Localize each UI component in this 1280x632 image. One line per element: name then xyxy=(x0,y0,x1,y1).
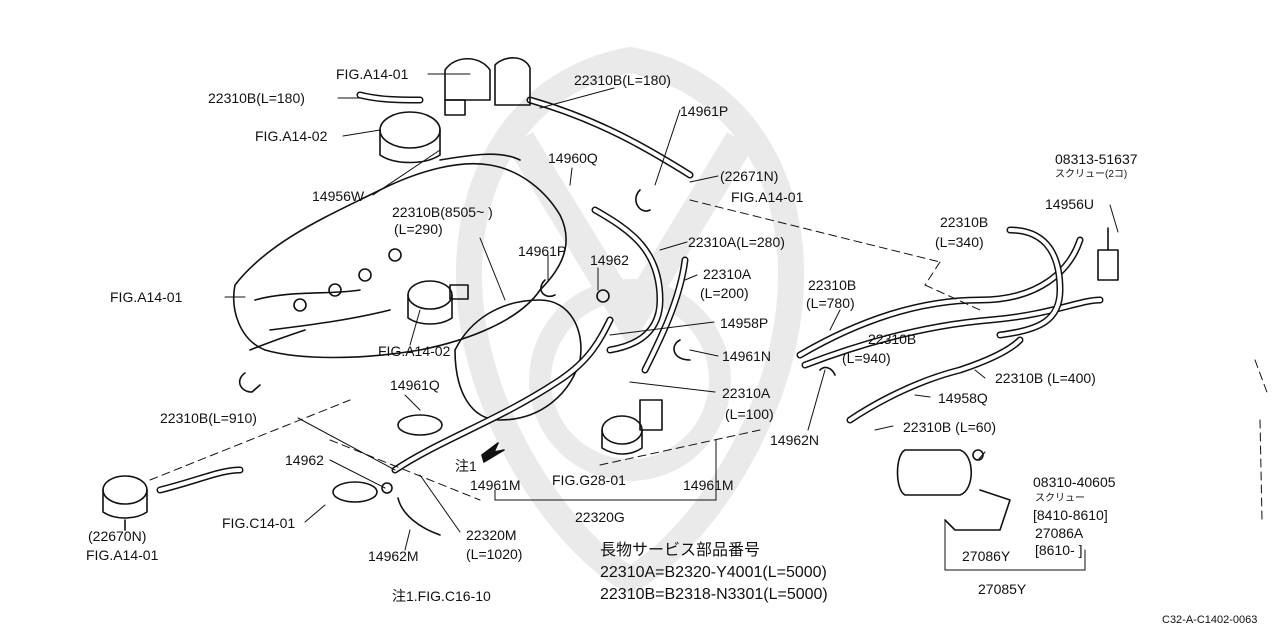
label-27086a: 27086A xyxy=(1035,525,1084,541)
label-22320g: 22320G xyxy=(575,509,625,525)
label-fig-a14-02-mid: FIG.A14-02 xyxy=(378,343,451,359)
label-note-footer: 注1.FIG.C16-10 xyxy=(392,588,491,604)
label-fig-a14-01-left: FIG.A14-01 xyxy=(110,289,183,305)
label-fig-g28-01: FIG.G28-01 xyxy=(552,472,626,488)
label-fig-a14-01-top: FIG.A14-01 xyxy=(336,66,409,82)
label-22671n: (22671N) xyxy=(720,168,779,184)
label-22310b-940: 22310B xyxy=(868,331,917,347)
label-22310b-910: 22310B(L=910) xyxy=(160,410,257,426)
label-14958p: 14958P xyxy=(720,315,769,331)
label-fig-a14-01-right: FIG.A14-01 xyxy=(731,189,804,205)
label-screw-2: スクリュー(2コ) xyxy=(1055,169,1128,180)
label-range-8410-8610: [8410-8610] xyxy=(1033,507,1108,523)
leader-lines xyxy=(224,73,1119,571)
label-22310a-200: 22310A xyxy=(703,266,752,282)
label-l-940: (L=940) xyxy=(842,350,891,366)
label-22320m: 22320M xyxy=(466,527,517,543)
label-14961p-mid: 14961P xyxy=(518,243,567,259)
label-22310b-8505: 22310B(8505~ ) xyxy=(392,204,493,220)
label-l-1020: (L=1020) xyxy=(466,546,523,562)
label-22670n: (22670N) xyxy=(88,528,147,544)
label-l-340: (L=340) xyxy=(935,234,984,250)
label-22310b-780: 22310B xyxy=(808,277,857,293)
label-fig-a14-01-bottom: FIG.A14-01 xyxy=(86,547,159,563)
service-line-22310b: 22310B=B2318-N3301(L=5000) xyxy=(600,586,828,603)
label-27086y: 27086Y xyxy=(962,548,1011,564)
label-l-200: (L=200) xyxy=(700,285,749,301)
label-14962-left: 14962 xyxy=(285,452,324,468)
label-08310-40605: 08310-40605 xyxy=(1033,474,1116,490)
label-14962-top: 14962 xyxy=(590,252,629,268)
label-fig-c14-01: FIG.C14-01 xyxy=(222,515,296,531)
label-screw-1: スクリュー xyxy=(1035,493,1085,504)
watermark-emblem xyxy=(456,46,804,595)
label-14962m: 14962M xyxy=(368,548,419,564)
label-22310b-180-top: 22310B(L=180) xyxy=(574,72,671,88)
service-line-22310a: 22310A=B2320-Y4001(L=5000) xyxy=(600,564,827,581)
label-27085y: 27085Y xyxy=(978,581,1027,597)
label-l-100: (L=100) xyxy=(725,406,774,422)
label-range-8610: [8610- ] xyxy=(1035,542,1083,558)
label-22310a-100: 22310A xyxy=(722,385,771,401)
label-14956w: 14956W xyxy=(312,188,365,204)
dashed-routing xyxy=(149,199,1269,521)
label-l-780: (L=780) xyxy=(806,295,855,311)
label-14961n: 14961N xyxy=(722,348,772,364)
label-22310b-340: 22310B xyxy=(940,214,989,230)
label-note-mark: 注1 xyxy=(455,458,477,474)
label-08313-51637: 08313-51637 xyxy=(1055,151,1138,167)
note-arrow xyxy=(481,442,505,463)
label-l-290: (L=290) xyxy=(394,221,443,237)
diagram-code: C32-A-C1402-0063 xyxy=(1162,614,1258,626)
label-22310a-280: 22310A(L=280) xyxy=(688,234,785,250)
label-22310b-60: 22310B (L=60) xyxy=(903,419,997,435)
label-14962n: 14962N xyxy=(770,432,820,448)
label-14961p-top: 14961P xyxy=(680,103,729,119)
label-14958q: 14958Q xyxy=(938,390,988,406)
label-fig-a14-02-left: FIG.A14-02 xyxy=(255,128,328,144)
label-14960q: 14960Q xyxy=(548,150,598,166)
label-14961m-right: 14961M xyxy=(683,477,734,493)
label-14956u: 14956U xyxy=(1045,196,1095,212)
service-title: 長物サービス部品番号 xyxy=(600,542,761,559)
label-14961m-mid: 14961M xyxy=(470,477,521,493)
label-14961q: 14961Q xyxy=(390,377,440,393)
label-22310b-180-left: 22310B(L=180) xyxy=(208,90,305,106)
label-22310b-400: 22310B (L=400) xyxy=(995,370,1096,386)
components xyxy=(102,57,1119,536)
